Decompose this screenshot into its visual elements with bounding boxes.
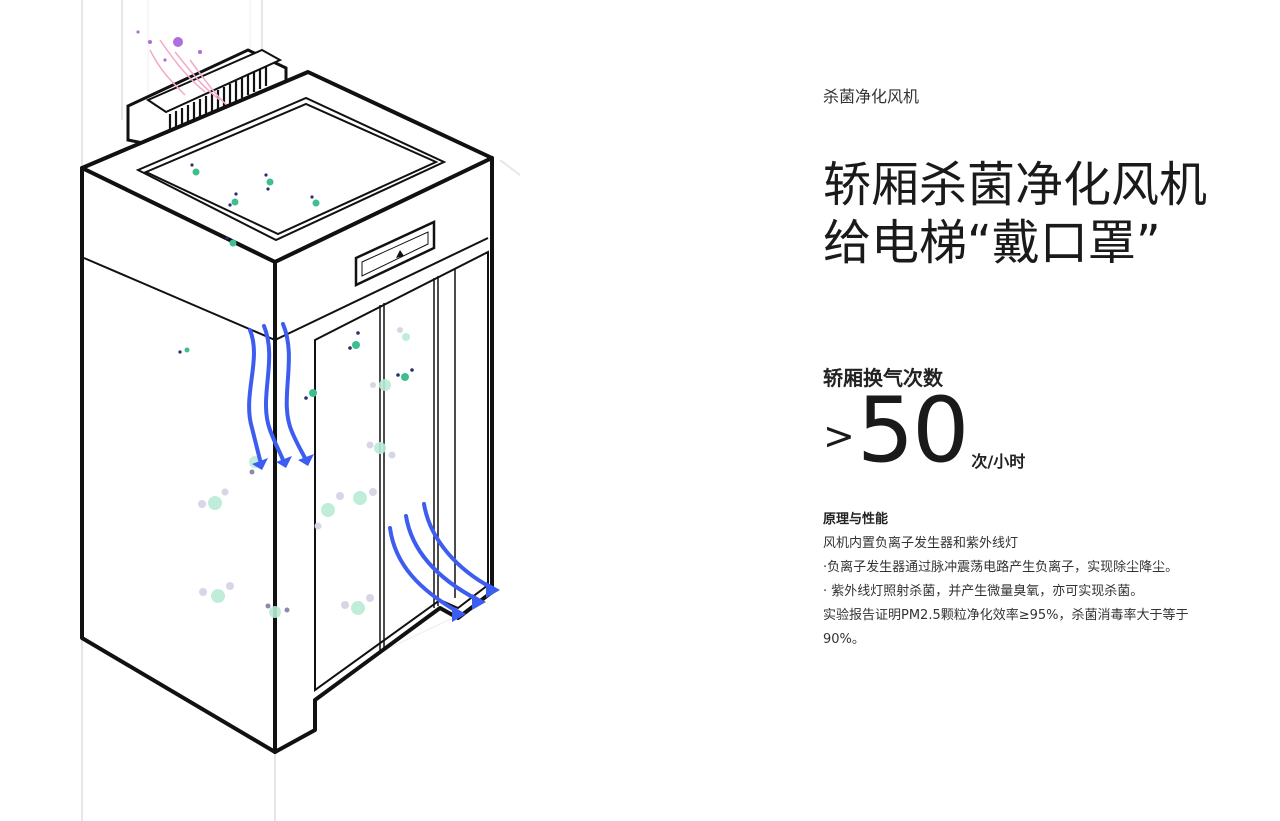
headline-line-1: 轿厢杀菌净化风机 [823,157,1208,213]
stat-row: > 50 次/小时 [823,386,1025,476]
principle-block: 原理与性能 风机内置负离子发生器和紫外线灯 ·负离子发生器通过脉冲震荡电路产生负… [823,508,1223,652]
airflow-arrows [247,322,494,614]
stat-value: 50 [856,378,970,483]
principle-title: 原理与性能 [823,512,889,527]
stat-unit: 次/小时 [971,452,1026,471]
principle-line: · 紫外线灯照射杀菌，并产生微量臭氧，亦可实现杀菌。 [823,584,1144,599]
headline-line-2: 给电梯“戴口罩” [823,215,1161,271]
section-eyebrow: 杀菌净化风机 [823,87,920,106]
air-particles [178,163,414,618]
stat-prefix: > [823,414,855,458]
elevator-cabin-illustration [80,0,521,821]
principle-line: 风机内置负离子发生器和紫外线灯 [823,536,1019,551]
principle-line: 实验报告证明PM2.5颗粒净化效率≥95%，杀菌消毒率大于等于90%。 [823,608,1189,647]
stat-label: 轿厢换气次数 [823,366,943,390]
floor-indicator [354,220,436,287]
principle-line: ·负离子发生器通过脉冲震荡电路产生负离子，实现除尘降尘。 [823,560,1179,575]
headline: 轿厢杀菌净化风机 给电梯“戴口罩” [823,156,1207,272]
